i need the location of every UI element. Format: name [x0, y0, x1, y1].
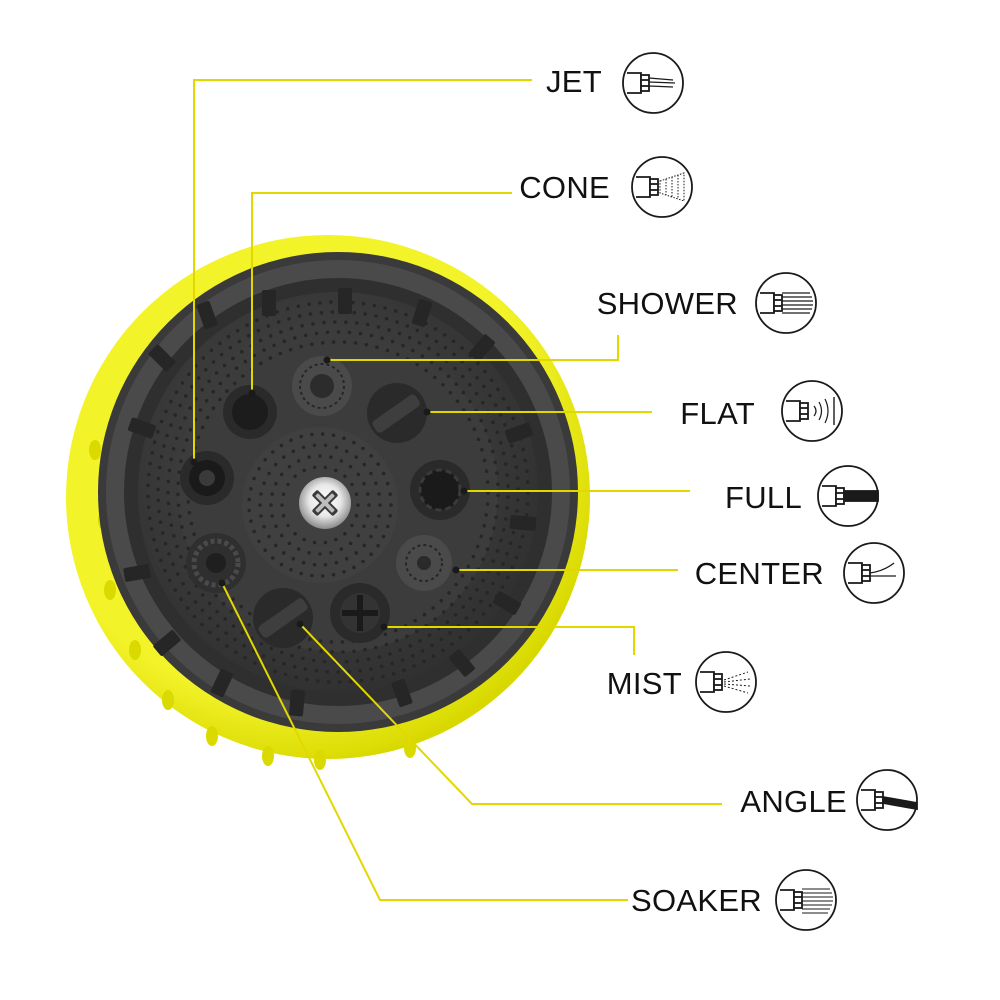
soaker-label: SOAKER — [630, 883, 762, 918]
grip-bumps — [89, 440, 416, 770]
cone-leader-line — [251, 192, 512, 393]
mist-leader-line — [384, 626, 635, 655]
center-outlet — [396, 535, 452, 591]
shower-leader-line — [327, 335, 619, 361]
shower-spray-icon — [755, 272, 817, 334]
cone-label: CONE — [519, 170, 610, 205]
shower-label: SHOWER — [596, 286, 738, 321]
mist-label: MIST — [606, 666, 682, 701]
angle-leader-line — [299, 623, 722, 805]
angle-outlet — [253, 588, 313, 648]
jet-spray-icon — [622, 52, 684, 114]
cone-outlet — [223, 385, 277, 439]
cone-spray-icon — [631, 156, 693, 218]
center-spray-icon — [843, 542, 905, 604]
nozzle-head — [66, 235, 590, 770]
jet-outlet — [180, 451, 234, 505]
soaker-leader-line — [221, 582, 628, 901]
angle-spray-icon — [856, 769, 918, 831]
mist-outlet — [330, 583, 390, 643]
full-label: FULL — [724, 480, 802, 515]
soaker-outlet — [186, 533, 246, 593]
flat-spray-icon — [781, 380, 843, 442]
flat-label: FLAT — [680, 396, 755, 431]
center-label: CENTER — [694, 556, 824, 591]
mist-spray-icon — [695, 651, 757, 713]
leader-dots — [190, 356, 468, 631]
jet-leader-line — [193, 79, 532, 462]
full-spray-icon — [817, 465, 879, 527]
full-outlet — [410, 460, 470, 520]
flat-outlet — [367, 383, 427, 443]
jet-label: JET — [545, 64, 602, 99]
rim-tabs — [123, 288, 537, 717]
soaker-spray-icon — [775, 869, 837, 931]
shower-outlet — [292, 356, 352, 416]
angle-label: ANGLE — [740, 784, 847, 819]
leader-lines — [193, 79, 722, 901]
